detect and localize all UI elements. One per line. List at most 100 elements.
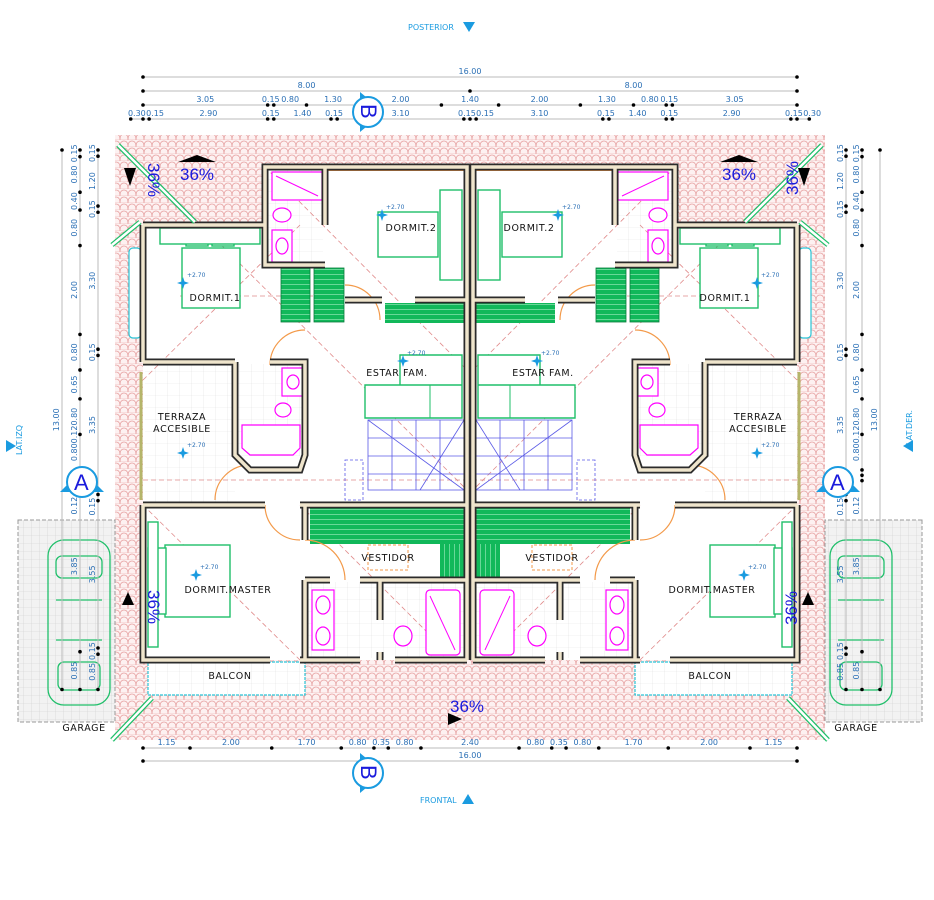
dimension-tick	[607, 117, 611, 121]
dimension-label: 3.35	[836, 416, 845, 434]
dimension-tick	[878, 687, 882, 692]
dimension-label: 0.80	[574, 738, 592, 747]
dimension-tick	[496, 103, 501, 107]
dimension-label: 0.85	[70, 662, 79, 680]
svg-text:A: A	[830, 470, 845, 495]
dimension-label: 0.15	[88, 200, 97, 218]
dimension-tick	[78, 649, 82, 654]
dimension-label: 1.15	[158, 738, 176, 747]
dimension-label: 0.80	[70, 408, 79, 426]
dimension-tick	[807, 117, 812, 121]
dimension-tick	[844, 204, 848, 208]
level-label: +2.70	[407, 350, 426, 357]
dimension-label: 0.15	[660, 109, 678, 118]
dimension-tick	[265, 117, 270, 121]
dimension-tick	[96, 154, 100, 159]
dimension-label: 16.00	[459, 67, 482, 76]
room-label-dormit-master: DORMIT.MASTER	[668, 585, 755, 596]
dimension-tick	[789, 117, 793, 121]
dimension-label: 0.30	[128, 109, 146, 118]
dimension-label: 0.85	[852, 662, 861, 680]
roof-slope-markers: 36% 36% 36% 36% 36% 36% 36%	[122, 155, 814, 725]
dimension-label: 0.80	[852, 408, 861, 426]
dimension-tick	[60, 687, 64, 692]
dimension-label: 0.80	[396, 738, 414, 747]
dimension-label: 0.80	[852, 166, 861, 184]
dimension-label: 2.00	[70, 281, 79, 299]
dimension-tick	[96, 652, 100, 657]
dimension-label: 0.80	[526, 738, 544, 747]
dimension-tick	[78, 432, 82, 437]
dimension-tick	[795, 117, 799, 121]
dimension-label: 3.30	[836, 272, 845, 290]
dimension-label: 1.40	[461, 95, 479, 104]
dimension-label: 3.10	[392, 109, 410, 118]
dimension-tick	[304, 103, 309, 107]
dimension-label: 0.35	[550, 738, 568, 747]
dimension-tick	[596, 746, 601, 750]
dimension-label: 0.85	[88, 663, 97, 681]
dimension-tick	[844, 652, 848, 657]
dimension-label: 0.15	[852, 144, 861, 162]
dimension-tick	[96, 646, 100, 650]
dimension-label: 1.20	[836, 172, 845, 190]
dimension-tick	[141, 117, 145, 121]
room-label-balcon: BALCON	[688, 671, 731, 682]
dimension-label: 0.40	[70, 192, 79, 210]
svg-text:B: B	[356, 765, 381, 780]
dimension-label: 0.80	[70, 219, 79, 237]
dimension-label: 0.80	[70, 443, 79, 461]
dimension-tick	[386, 746, 391, 750]
dimension-label: 1.30	[598, 95, 616, 104]
level-label: +2.70	[187, 442, 206, 449]
dimension-label: 1.70	[625, 738, 643, 747]
level-marker-icon: +2.70	[190, 564, 219, 581]
dimension-tick	[860, 243, 864, 248]
dimension-label: 0.80	[349, 738, 367, 747]
dimension-tick	[78, 190, 82, 195]
axis-marker-b-top[interactable]: B	[352, 92, 384, 132]
dimension-label: 2.00	[700, 738, 718, 747]
level-label: +2.70	[562, 204, 581, 211]
dimension-label: 0.65	[852, 376, 861, 394]
dimension-label: 0.15	[88, 144, 97, 162]
dimension-label: 2.00	[392, 95, 410, 104]
dimension-tick	[269, 746, 274, 750]
orientation-left: LAT.IZQ	[15, 425, 24, 455]
dimension-tick	[860, 432, 864, 437]
axis-marker-a-right[interactable]: A	[816, 466, 860, 498]
dimension-tick	[96, 204, 100, 208]
dimension-label: 1.15	[765, 738, 783, 747]
dimension-tick	[335, 117, 339, 121]
dimension-label: 0.15	[836, 498, 845, 516]
dimension-label: 0.15	[262, 95, 280, 104]
axis-marker-b-bottom[interactable]: B	[352, 753, 384, 793]
dimension-tick	[188, 746, 192, 750]
dimension-tick	[860, 397, 864, 401]
dimension-tick	[844, 347, 848, 352]
dimension-label: 2.00	[222, 738, 240, 747]
room-label-dormit-2: DORMIT.2	[504, 223, 555, 234]
dimension-label: 0.15	[836, 144, 845, 162]
svg-text:36%: 36%	[180, 165, 214, 184]
dimension-tick	[860, 154, 864, 159]
level-marker-icon: +2.70	[531, 350, 560, 367]
dimension-label: 0.15	[88, 343, 97, 361]
dimension-label: 0.15	[146, 109, 164, 118]
dimension-tick	[265, 103, 270, 107]
orientation-right: LAT.DER.	[905, 410, 914, 445]
room-label-terraza: TERRAZA	[733, 412, 782, 423]
dimension-tick	[664, 117, 668, 121]
dimension-label: 8.00	[298, 81, 316, 90]
dimension-label: 0.65	[70, 376, 79, 394]
room-label-garage: GARAGE	[62, 723, 105, 734]
dimension-label: 0.80	[852, 343, 861, 361]
dimension-label: 0.15	[597, 109, 615, 118]
dimension-label: 0.85	[836, 663, 845, 681]
level-marker-icon: +2.70	[751, 442, 780, 459]
dimension-label: 0.12	[852, 497, 861, 515]
dimension-label: 0.15	[836, 343, 845, 361]
axis-marker-a-left[interactable]: A	[60, 466, 104, 498]
dimension-tick	[141, 759, 145, 763]
dimension-tick	[96, 687, 100, 692]
